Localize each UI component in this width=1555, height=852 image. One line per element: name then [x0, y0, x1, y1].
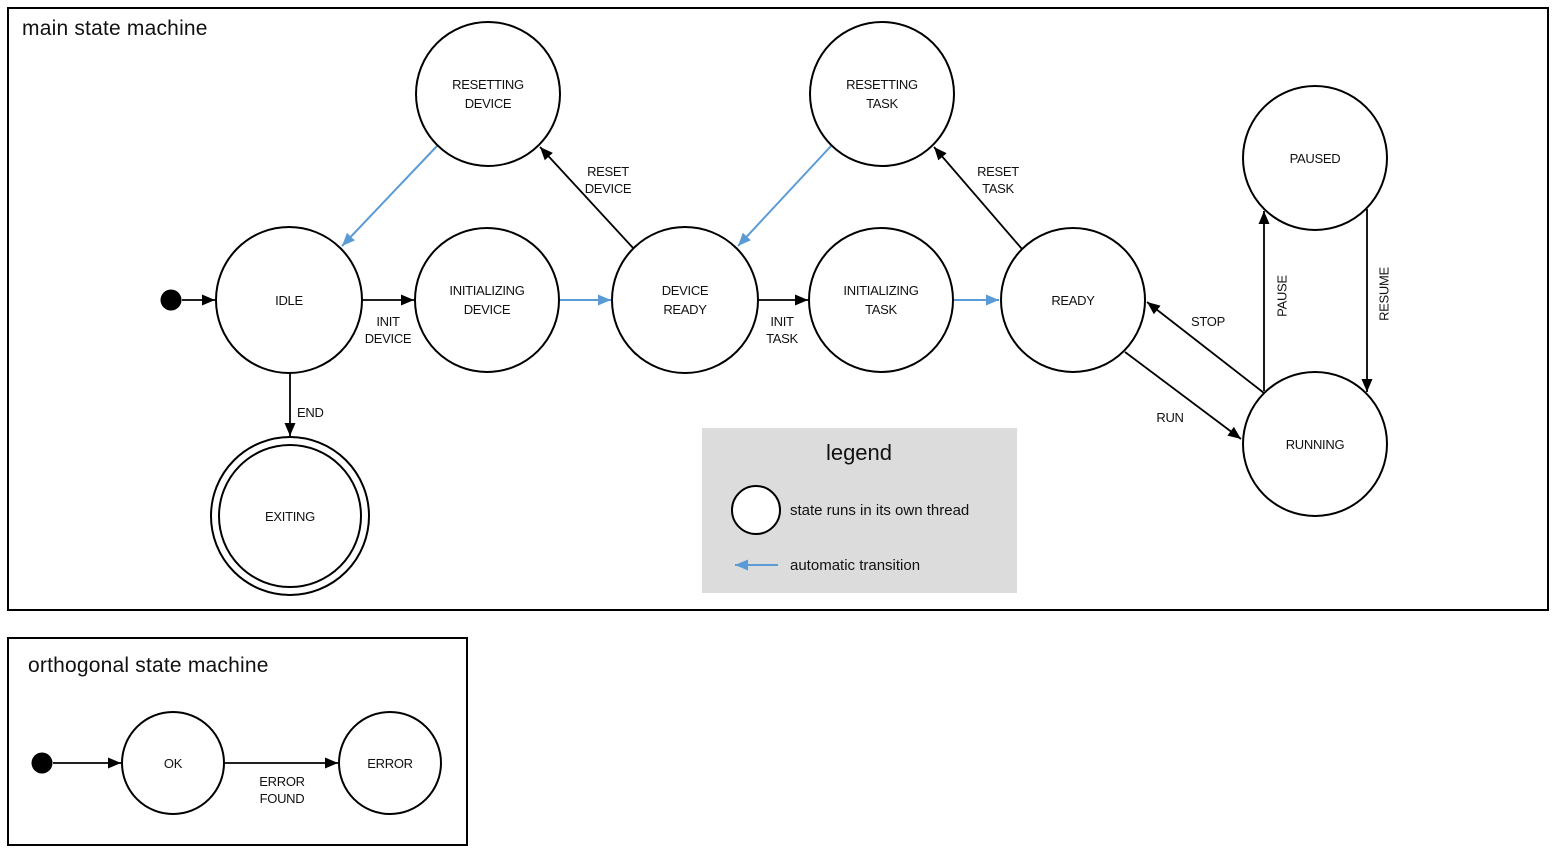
transition-pause-label: PAUSE	[1275, 275, 1290, 317]
transition-init-device-label: INIT	[376, 314, 400, 329]
state-running: RUNNING	[1242, 371, 1388, 517]
state-ok-circle	[121, 711, 225, 815]
transition-reset-device-label: DEVICE	[585, 181, 632, 196]
legend-thread-state-label: state runs in its own thread	[790, 502, 969, 519]
state-resetting-device-label: DEVICE	[465, 96, 512, 111]
state-resetting-task-label: RESETTING	[846, 77, 918, 92]
transition-run-arrow	[1124, 351, 1242, 440]
transition-stop-arrow	[1146, 301, 1265, 394]
state-idle-circle	[215, 226, 363, 374]
main-state-machine: main state machine	[7, 7, 1549, 611]
state-ready: READY	[1000, 227, 1146, 373]
state-ok: OK	[121, 711, 225, 815]
transition-reset-device-label: RESET	[587, 164, 629, 179]
state-running-label: RUNNING	[1286, 437, 1345, 452]
main-transition-labels: INIT DEVICE INIT TASK RESET DEVICE RESET…	[297, 164, 1392, 425]
state-resetting-task-label: TASK	[866, 96, 898, 111]
state-initializing-task-circle	[808, 227, 954, 373]
transition-init-task-label: INIT	[770, 314, 794, 329]
transition-resume-label: RESUME	[1377, 266, 1392, 320]
state-running-circle	[1242, 371, 1388, 517]
state-paused-circle	[1242, 85, 1388, 231]
state-paused-label: PAUSED	[1290, 151, 1341, 166]
transition-init-device-label: DEVICE	[365, 331, 412, 346]
state-initializing-device-label: INITIALIZING	[449, 283, 524, 298]
transition-reset-task-arrow	[933, 146, 1023, 250]
legend: legend state runs in its own thread auto…	[702, 428, 1017, 593]
state-error-label: ERROR	[367, 756, 412, 771]
state-initializing-task-label: INITIALIZING	[843, 283, 918, 298]
state-ok-label: OK	[164, 756, 183, 771]
transition-reset-task-label: TASK	[982, 181, 1014, 196]
state-resetting-device: RESETTING DEVICE	[415, 21, 561, 167]
legend-auto-transition-label: automatic transition	[790, 557, 920, 574]
initial-state-dot	[160, 289, 182, 311]
orthogonal-machine-title: orthogonal state machine	[28, 654, 269, 677]
transition-stop-label: STOP	[1191, 314, 1225, 329]
state-resetting-device-label: RESETTING	[452, 77, 524, 92]
transition-run-label: RUN	[1156, 410, 1183, 425]
state-ready-circle	[1000, 227, 1146, 373]
auto-transition-resetting-device-to-idle	[341, 145, 438, 247]
transition-reset-device-arrow	[539, 146, 635, 250]
state-resetting-task-circle	[809, 21, 955, 167]
state-error: ERROR	[338, 711, 442, 815]
transition-error-found-label: FOUND	[260, 791, 305, 806]
state-error-circle	[338, 711, 442, 815]
state-device-ready: DEVICE READY	[611, 226, 759, 374]
orthogonal-state-machine: orthogonal state machine ERROR FOUND OK …	[7, 637, 468, 846]
state-resetting-task: RESETTING TASK	[809, 21, 955, 167]
transition-end-label: END	[297, 405, 324, 420]
state-initializing-task-label: TASK	[865, 302, 897, 317]
legend-title: legend	[826, 440, 892, 465]
state-exiting: EXITING	[210, 436, 370, 596]
state-device-ready-circle	[611, 226, 759, 374]
state-resetting-device-circle	[415, 21, 561, 167]
state-initializing-task: INITIALIZING TASK	[808, 227, 954, 373]
state-initializing-device-circle	[414, 227, 560, 373]
state-device-ready-label: READY	[663, 302, 707, 317]
state-initializing-device-label: DEVICE	[464, 302, 511, 317]
state-idle-label: IDLE	[275, 293, 303, 308]
transition-error-found-label: ERROR	[259, 774, 304, 789]
state-device-ready-label: DEVICE	[662, 283, 709, 298]
state-idle: IDLE	[215, 226, 363, 374]
transition-reset-task-label: RESET	[977, 164, 1019, 179]
state-exiting-inner-circle	[218, 444, 362, 588]
auto-transition-resetting-task-to-device-ready	[737, 145, 832, 247]
state-ready-label: READY	[1051, 293, 1095, 308]
main-machine-frame	[7, 7, 1549, 611]
orthogonal-machine-frame	[7, 637, 468, 846]
main-transitions	[182, 145, 1373, 440]
state-paused: PAUSED	[1242, 85, 1388, 231]
orthogonal-initial-state-dot	[31, 752, 53, 774]
transition-init-task-label: TASK	[766, 331, 798, 346]
state-initializing-device: INITIALIZING DEVICE	[414, 227, 560, 373]
main-machine-title: main state machine	[22, 17, 208, 40]
state-exiting-label: EXITING	[265, 509, 315, 524]
legend-thread-state-swatch	[731, 485, 781, 535]
